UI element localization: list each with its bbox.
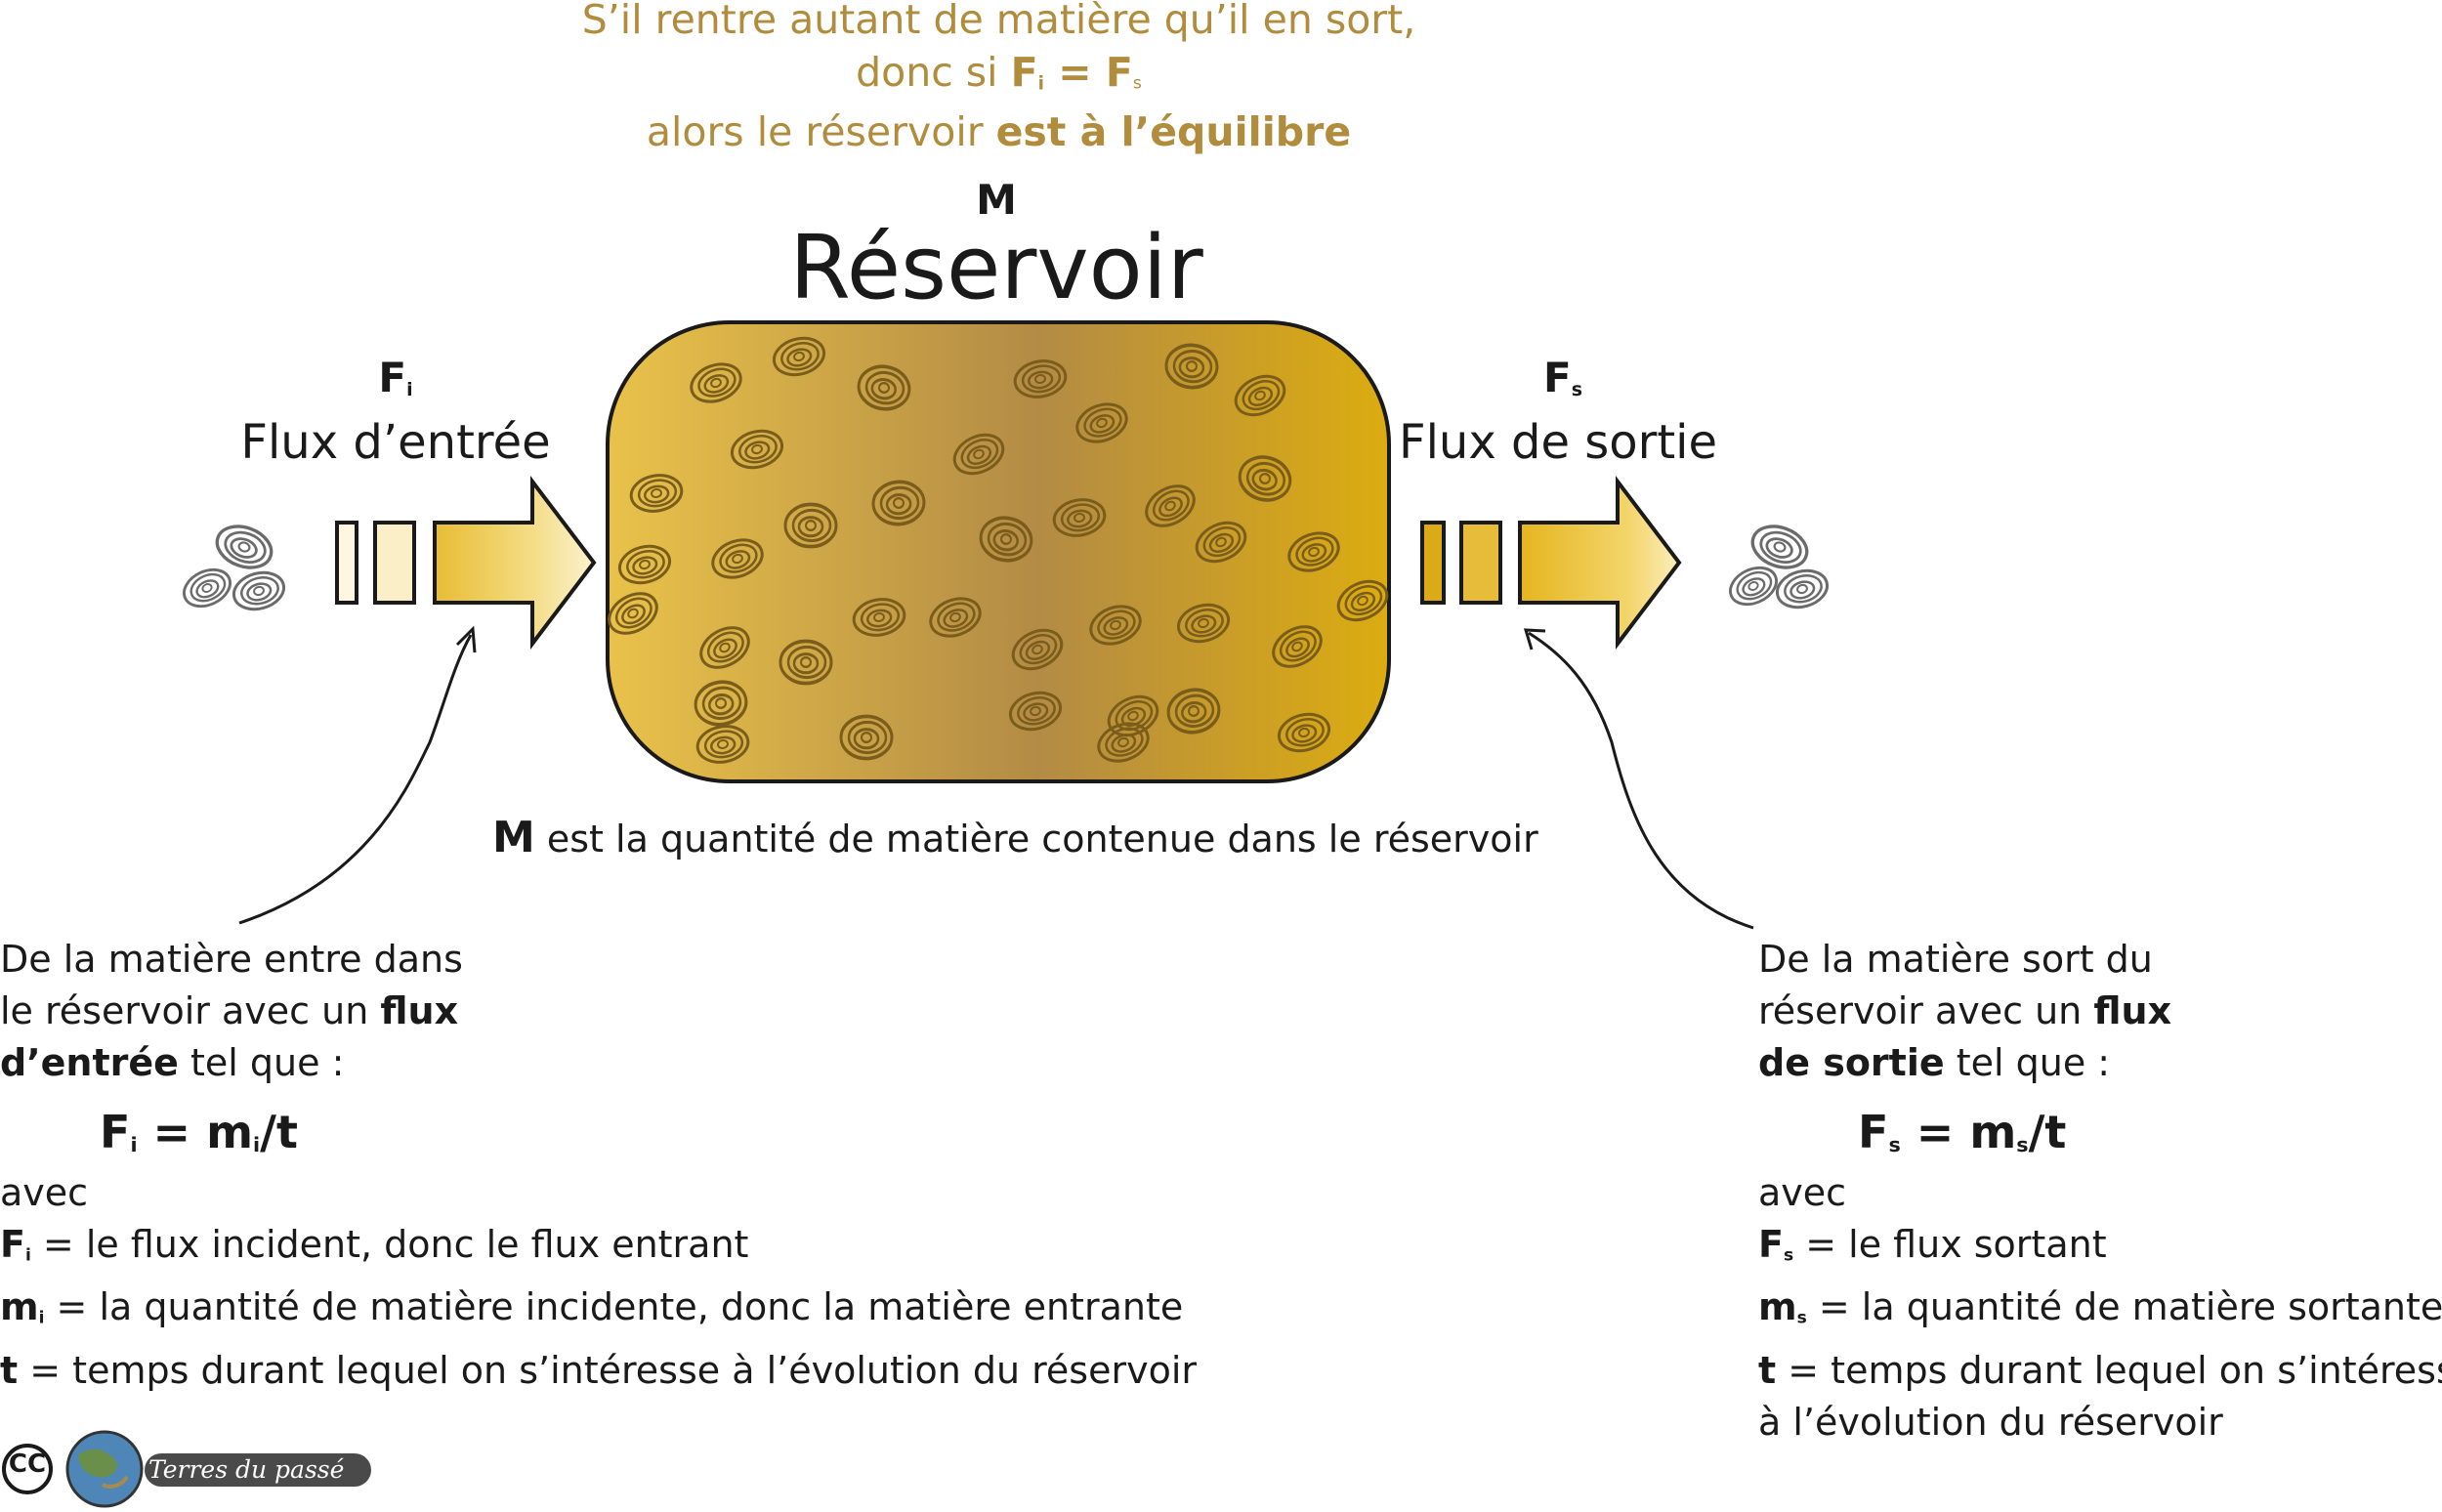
mass-symbol: M	[976, 176, 1017, 224]
outflow-formula: Fs = ms/t	[1858, 1106, 2067, 1158]
outflow-description: De la matière sort du réservoir avec un …	[1758, 938, 2172, 1084]
inflow-def-mass: mi = la quantité de matière incidente, d…	[0, 1285, 1184, 1329]
inflow-arrow	[335, 476, 597, 650]
equilibrium-line-1: S’il rentre autant de matière qu’il en s…	[581, 0, 1416, 43]
outflow-def-flux: Fs = le flux sortant	[1758, 1223, 2107, 1266]
outflow-def-mass: ms = la quantité de matière sortante	[1758, 1285, 2442, 1329]
equilibrium-line-3: alors le réservoir est à l’équilibre	[646, 108, 1352, 155]
inflow-def-flux: Fi = le flux incident, donc le flux entr…	[0, 1223, 749, 1266]
cc-label: CC	[8, 1449, 47, 1479]
outflow-def-time: t = temps durant lequel on s’intéresse	[1758, 1348, 2442, 1392]
inflow-symbol: Fi	[378, 354, 413, 401]
outflow-symbol: Fs	[1543, 354, 1582, 401]
inflow-pointer	[238, 634, 473, 925]
outflow-label: Flux de sortie	[1398, 415, 1718, 470]
logo-graphics	[2, 1430, 371, 1508]
inflow-def-time: t = temps durant lequel on s’intéresse à…	[0, 1348, 1198, 1392]
cc-icon	[2, 1444, 53, 1494]
logo-name: Terres du passé	[148, 1455, 345, 1484]
inflow-description: De la matière entre dans le réservoir av…	[0, 938, 463, 1084]
outflow-definitions: avec Fs = le flux sortant ms = la quanti…	[1758, 1167, 2442, 1449]
reservoir-title: Réservoir	[789, 217, 1203, 319]
outflow-arrow	[1420, 476, 1682, 650]
outgoing-grains	[1722, 517, 1833, 614]
outflow-pointer	[1528, 631, 1754, 930]
inflow-label: Flux d’entrée	[240, 415, 551, 470]
inflow-pointer-head	[455, 625, 477, 653]
equilibrium-line-2: donc si Fi = Fs	[856, 49, 1142, 96]
inflow-definitions: avec Fi = le flux incident, donc le flux…	[0, 1167, 1197, 1397]
incoming-grains	[176, 517, 290, 616]
outflow-pointer-head	[1523, 628, 1546, 651]
reservoir-caption: M est la quantité de matière contenue da…	[492, 813, 1538, 862]
inflow-formula: Fi = mi/t	[100, 1106, 298, 1158]
